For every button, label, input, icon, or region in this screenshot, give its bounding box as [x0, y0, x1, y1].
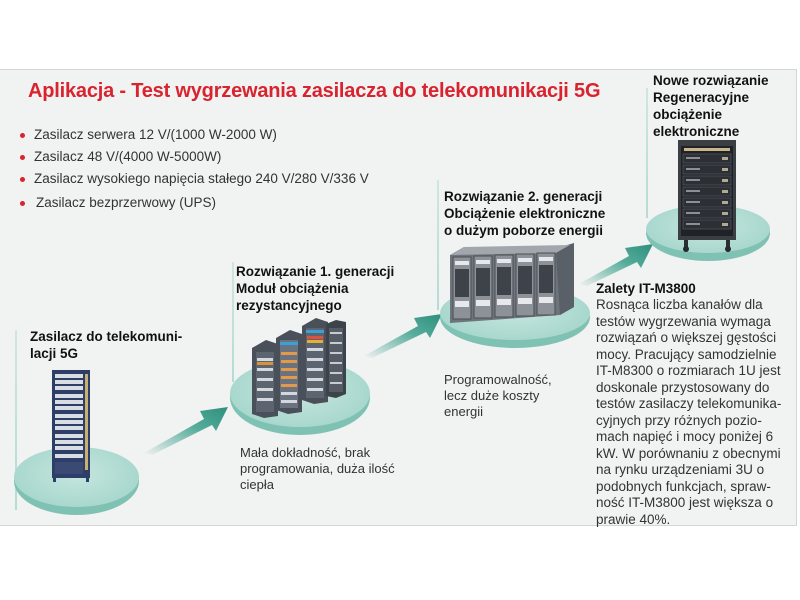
slide-title: Aplikacja - Test wygrzewania zasilacza d… — [28, 80, 601, 102]
power-supply-list: Zasilacz serwera 12 V/(1000 W-2000 W) Za… — [20, 124, 369, 214]
bullet-item: Zasilacz bezprzerwowy (UPS) — [20, 192, 369, 214]
stage-note-gen2: Programowalność, lecz duże koszty energi… — [444, 372, 552, 419]
electronic-load-cabinets-icon — [450, 243, 574, 323]
bullet-item: Zasilacz serwera 12 V/(1000 W-2000 W) — [20, 124, 369, 146]
stage-note-gen1: Mała dokładność, brak programowania, duż… — [240, 445, 395, 492]
stage-guide-line — [437, 180, 439, 310]
stage-guide-line — [232, 262, 234, 382]
regenerative-load-cabinet-icon — [678, 140, 736, 252]
stage-heading-new-solution: Nowe rozwiązanie Regeneracyjne obciążeni… — [653, 73, 769, 139]
stage-guide-line — [15, 330, 17, 510]
advantages-heading: Zalety IT-M3800 — [596, 281, 696, 296]
progress-arrow-icon — [144, 407, 228, 455]
advantages-panel: Zalety IT-M3800 Rosnąca liczba kanałów d… — [596, 280, 796, 528]
telecom-rack-icon — [52, 370, 90, 482]
stage-guide-line — [646, 88, 648, 218]
bullet-dot-icon — [20, 177, 25, 182]
stage-heading-gen1: Rozwiązanie 1. generacji Moduł obciążeni… — [236, 264, 395, 313]
bullet-item: Zasilacz wysokiego napięcia stałego 240 … — [20, 168, 369, 190]
progress-arrow-icon — [364, 314, 442, 358]
bullet-item: Zasilacz 48 V/(4000 W-5000W) — [20, 146, 369, 168]
slide-panel — [0, 69, 797, 526]
resistive-load-racks-icon — [252, 318, 346, 418]
stage-heading-gen2: Rozwiązanie 2. generacji Obciążenie elek… — [444, 189, 606, 238]
stage-heading-telecom-psu: Zasilacz do telekomuni- lacji 5G — [30, 329, 183, 361]
bullet-dot-icon — [20, 155, 25, 160]
bullet-dot-icon — [20, 133, 25, 138]
bullet-dot-icon — [20, 201, 25, 206]
progress-arrow-icon — [579, 244, 653, 286]
advantages-text: Rosnąca liczba kanałów dla testów wygrze… — [596, 297, 782, 527]
